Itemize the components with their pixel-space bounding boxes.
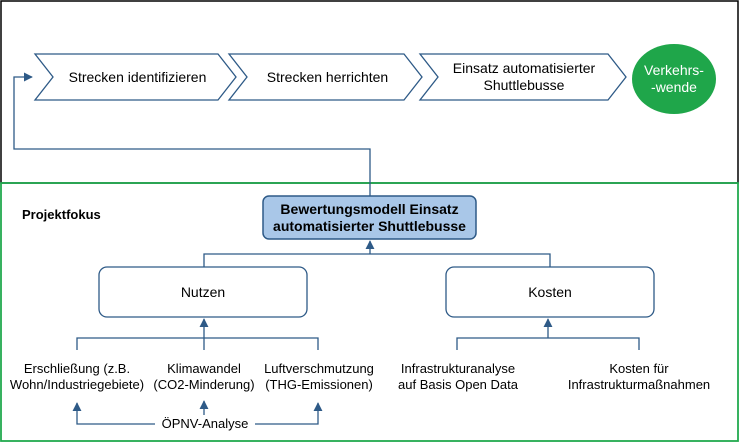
factor-accessibility: Erschließung (z.B. Wohn/Industriegebiete… bbox=[9, 361, 145, 392]
factor-infrastructure-analysis: Infrastrukturanalyse auf Basis Open Data bbox=[398, 361, 518, 392]
process-step-prepare: Strecken herrichten bbox=[266, 68, 389, 85]
focus-title: Projektfokus bbox=[22, 207, 101, 222]
process-step-1-shape bbox=[33, 53, 237, 101]
cost-box: Kosten bbox=[528, 284, 572, 300]
process-step-2-shape bbox=[227, 53, 423, 101]
factor-climate: Klimawandel (CO2-Minderung) bbox=[153, 361, 255, 392]
analysis-label: ÖPNV-Analyse bbox=[161, 416, 249, 431]
factor-infrastructure-costs: Kosten für Infrastrukturmaßnahmen bbox=[567, 361, 711, 392]
goal-shape bbox=[632, 44, 716, 114]
process-step-deploy: Einsatz automatisierter Shuttlebusse bbox=[452, 60, 596, 93]
process-step-3-shape bbox=[418, 53, 627, 101]
goal-traffic-transition: Verkehrs- -wende bbox=[644, 62, 704, 95]
process-step-identify: Strecken identifizieren bbox=[68, 68, 207, 85]
benefit-box: Nutzen bbox=[180, 284, 226, 300]
cost-factor-connector bbox=[456, 337, 640, 350]
model-box-shape bbox=[262, 195, 477, 240]
analysis-arrow-left bbox=[72, 402, 155, 425]
branch-connector bbox=[203, 253, 551, 267]
model-box: Bewertungsmodell Einsatz automatisierter… bbox=[273, 200, 466, 234]
analysis-arrow-right bbox=[255, 402, 323, 425]
factor-air-pollution: Luftverschmutzung (THG-Emissionen) bbox=[264, 361, 374, 392]
benefit-box-shape bbox=[98, 266, 308, 318]
cost-box-shape bbox=[445, 266, 655, 318]
feedback-arrow bbox=[13, 72, 371, 196]
benefit-factor-connector bbox=[76, 337, 319, 350]
